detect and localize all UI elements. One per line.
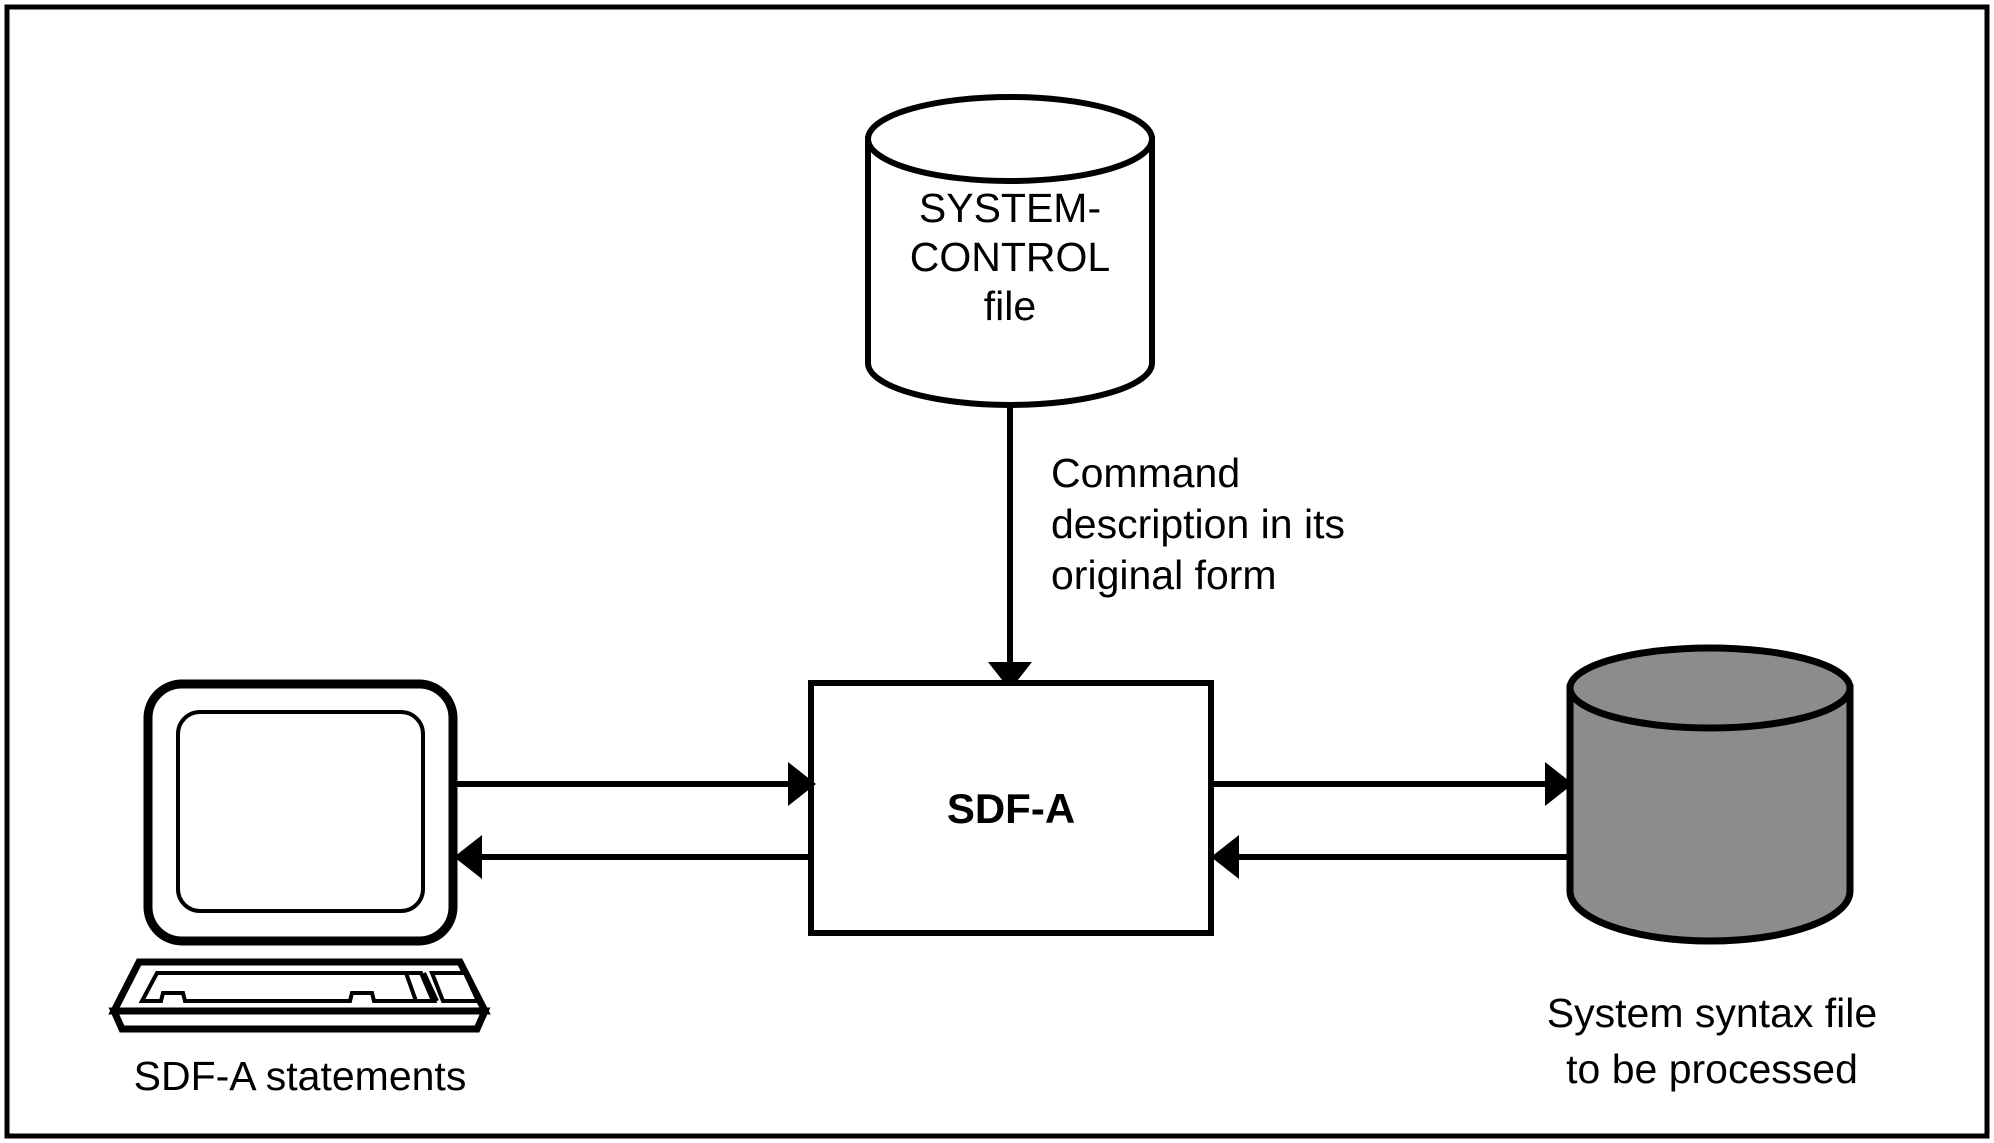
terminal-keyboard-lip: [108, 1007, 491, 1033]
edge-control-to-sdfa: [988, 404, 1032, 690]
terminal-screen: [176, 710, 425, 913]
terminal-keyboard-keys: [138, 971, 438, 1003]
edge-control-to-sdfa-label-line1: Command: [1051, 450, 1240, 496]
sdf-a-box-label: SDF-A: [947, 785, 1075, 832]
cylinder-top-ellipse: [865, 94, 1155, 184]
node-system-control-file: SYSTEM- CONTROL file: [865, 94, 1155, 408]
node-sdf-a-process: SDF-A: [808, 680, 1214, 936]
terminal-keyboard-keypad: [429, 971, 482, 1003]
system-syntax-file-caption-line1: System syntax file: [1547, 990, 1877, 1036]
edge-control-to-sdfa-label-line3: original form: [1051, 552, 1277, 598]
sdf-a-box: [808, 680, 1214, 936]
edge-sdfa-to-terminal: [454, 835, 811, 879]
syntax-cylinder-top-ellipse: [1566, 644, 1854, 732]
system-control-file-line2: CONTROL: [910, 234, 1110, 280]
system-control-file-line3: file: [984, 283, 1036, 329]
system-control-file-line1: SYSTEM-: [919, 185, 1101, 231]
terminal-caption: SDF-A statements: [134, 1053, 467, 1099]
node-system-syntax-file: [1566, 644, 1854, 945]
system-syntax-file-caption-line2: to be processed: [1566, 1046, 1858, 1092]
edge-terminal-to-sdfa: [455, 762, 816, 806]
edge-syntaxfile-to-sdfa: [1211, 835, 1572, 879]
edge-sdfa-to-syntaxfile: [1211, 762, 1573, 806]
terminal-keyboard-key-narrow: [403, 971, 437, 1003]
node-terminal: [108, 679, 491, 1033]
edge-control-to-sdfa-label-line2: description in its: [1051, 501, 1345, 547]
